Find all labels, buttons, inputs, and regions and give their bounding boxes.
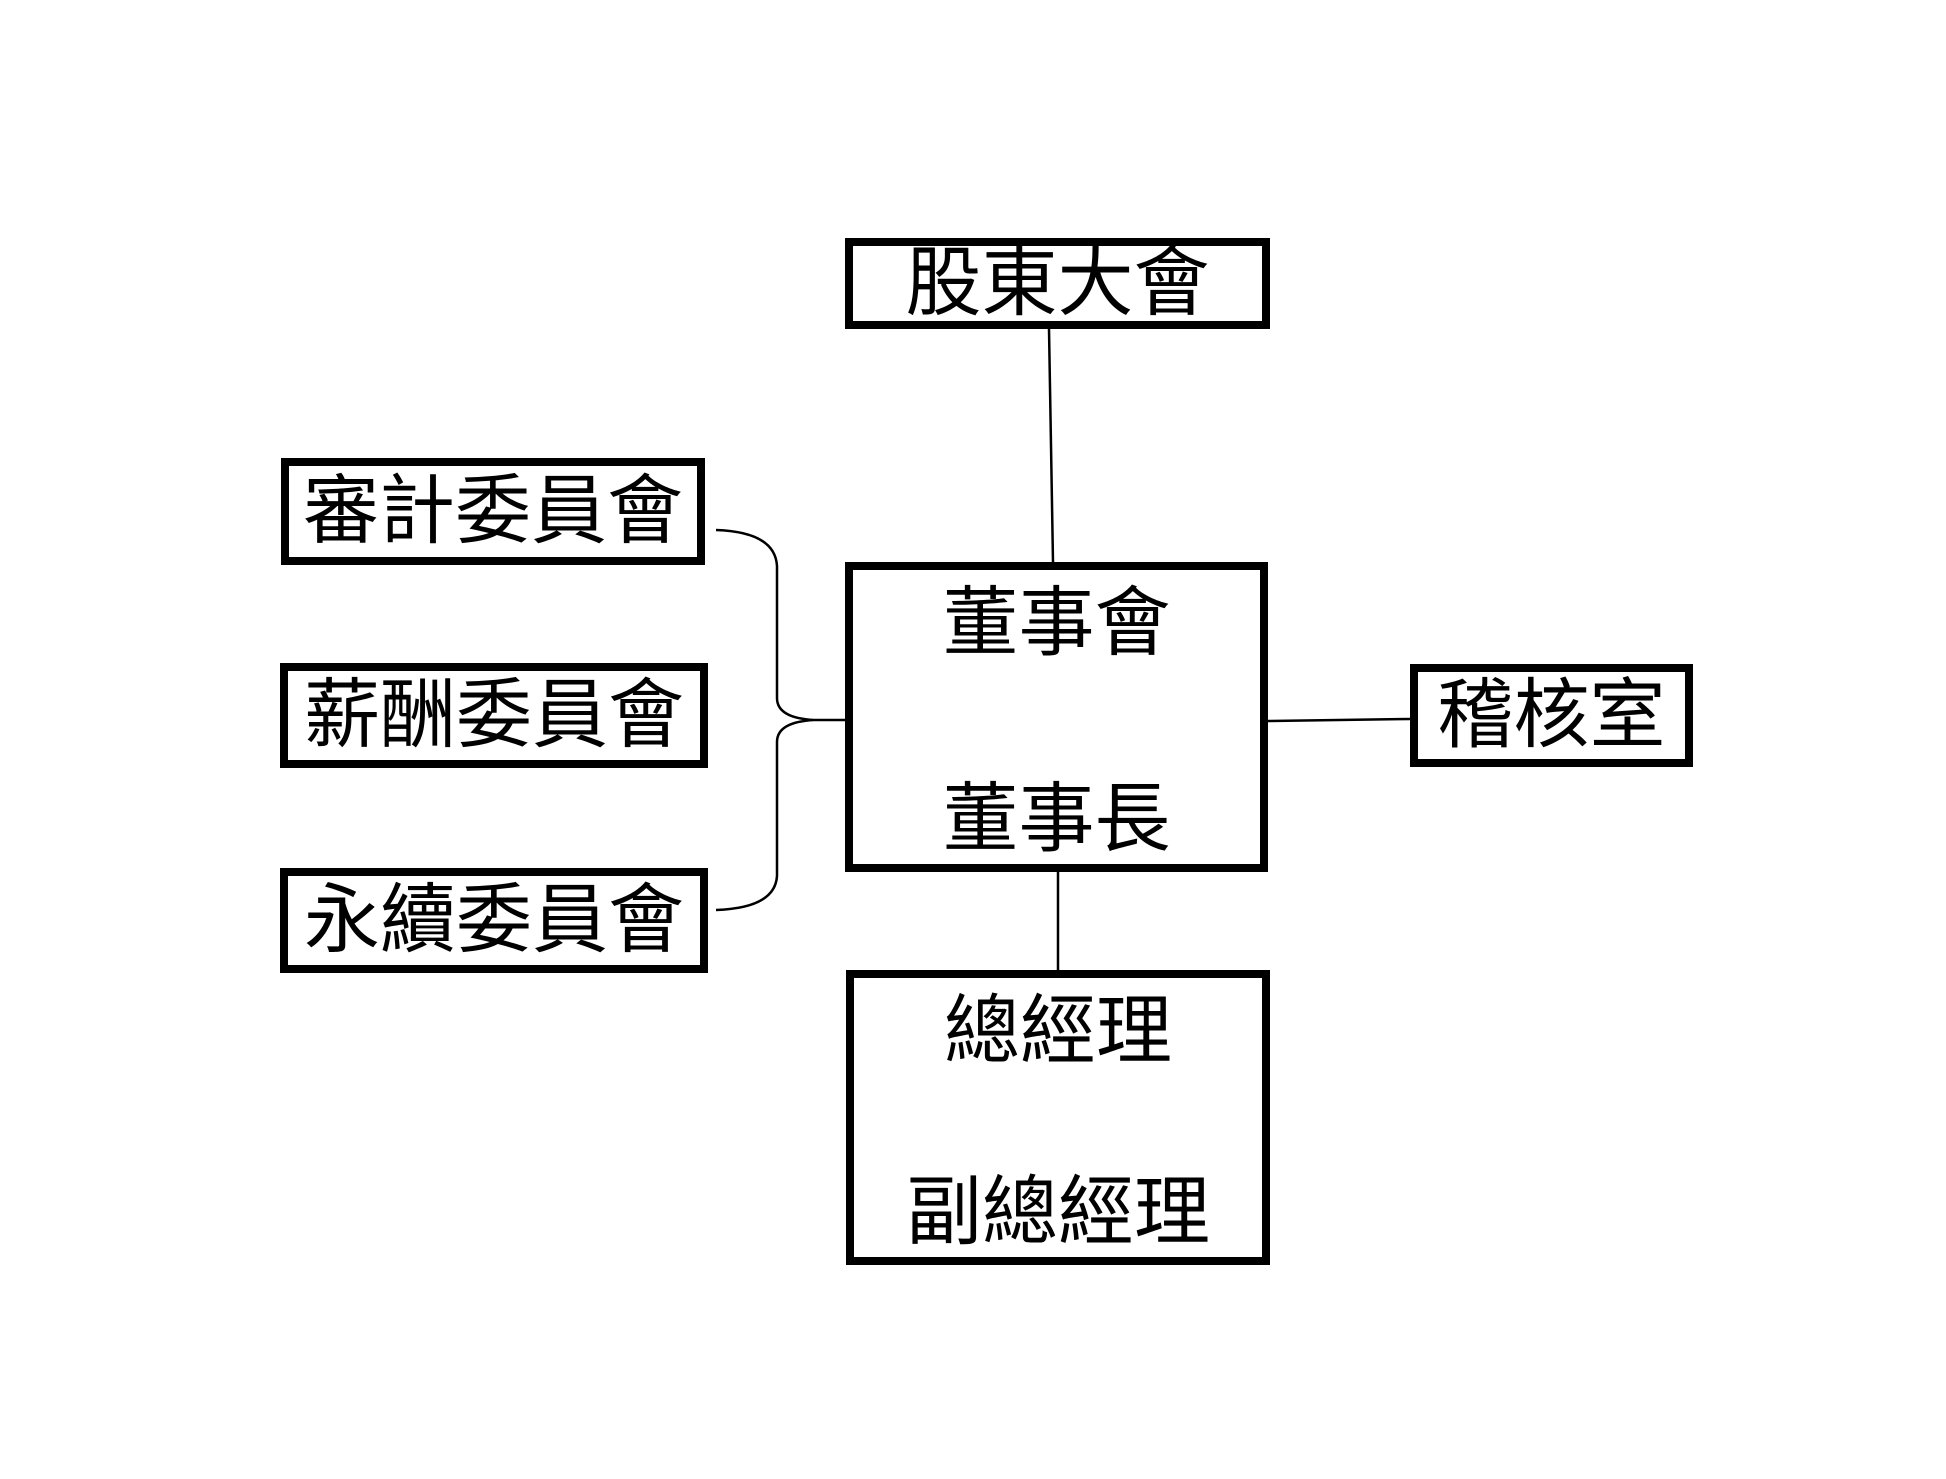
node-general-manager: 總經理 副總經理 [846,970,1270,1265]
connector-board-audit-office [1267,717,1411,723]
node-audit-office-label: 稽核室 [1437,673,1666,758]
node-shareholders-meeting: 股東大會 [845,238,1270,329]
node-deputy-general-manager-label: 副總經理 [906,1171,1210,1255]
connector-shareholders-board [1047,328,1055,563]
brace-committees-board [715,528,845,912]
node-audit-office: 稽核室 [1410,664,1693,767]
node-shareholders-meeting-label: 股東大會 [905,241,1210,326]
node-board-of-directors: 董事會 董事長 [845,562,1268,872]
node-chairman-label: 董事長 [942,778,1171,862]
node-board-label: 董事會 [942,582,1171,666]
node-compensation-committee-label: 薪酬委員會 [304,673,684,758]
node-sustainability-committee: 永續委員會 [280,868,708,973]
node-compensation-committee: 薪酬委員會 [280,663,708,768]
node-audit-committee: 審計委員會 [281,458,705,565]
node-sustainability-committee-label: 永續委員會 [304,878,684,963]
node-general-manager-label: 總經理 [944,990,1172,1074]
node-audit-committee-label: 審計委員會 [303,469,683,554]
